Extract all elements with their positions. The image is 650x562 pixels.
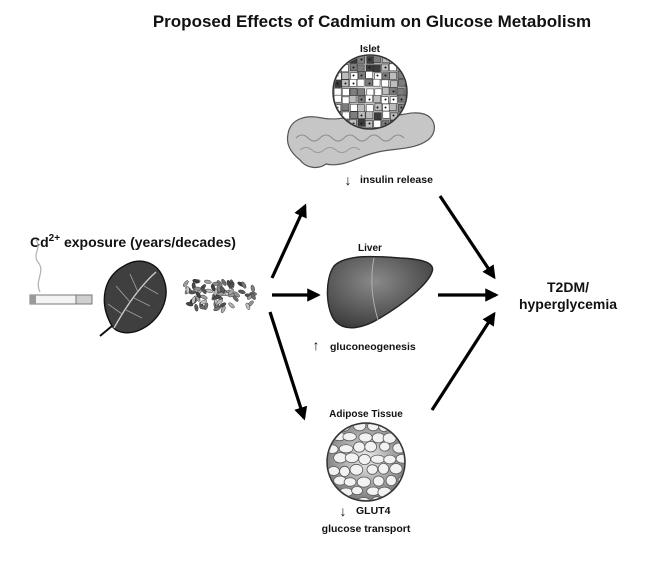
cadmium-charge: 2+ bbox=[49, 233, 61, 244]
adipose-tissue-illustration bbox=[326, 422, 406, 502]
grains-icon bbox=[183, 279, 257, 314]
pancreas-illustration bbox=[286, 112, 435, 169]
outcome-line-1: T2DM/ bbox=[547, 279, 589, 295]
exposure-duration: exposure (years/decades) bbox=[60, 234, 236, 250]
spinach-leaf-icon bbox=[99, 260, 167, 337]
glut4-down-arrow: ↓ bbox=[340, 503, 347, 519]
gluconeogenesis-label: gluconeogenesis bbox=[330, 341, 416, 353]
insulin-down-arrow: ↓ bbox=[345, 172, 352, 188]
arrow-islet-to-outcome bbox=[438, 195, 496, 280]
arrow-exposure-to-adipose bbox=[268, 311, 308, 421]
outcome-line-2: hyperglycemia bbox=[519, 296, 617, 312]
gluconeogenesis-up-arrow: ↑ bbox=[313, 337, 320, 353]
liver-illustration bbox=[326, 255, 434, 329]
arrow-exposure-to-islet bbox=[270, 203, 307, 279]
cigarette-icon bbox=[29, 239, 93, 305]
glucose-transport-label: glucose transport bbox=[322, 523, 411, 535]
arrow-adipose-to-outcome bbox=[430, 311, 496, 411]
adipose-tissue-label: Adipose Tissue bbox=[329, 409, 403, 420]
insulin-release-label: insulin release bbox=[360, 174, 433, 186]
glut4-label: GLUT4 bbox=[356, 505, 391, 517]
exposure-label: Cd2+ exposure (years/decades) bbox=[30, 233, 236, 250]
liver-label: Liver bbox=[358, 243, 382, 254]
cadmium-symbol: Cd bbox=[30, 234, 49, 250]
islet-cell-cluster bbox=[332, 54, 408, 130]
diagram-title: Proposed Effects of Cadmium on Glucose M… bbox=[153, 12, 591, 31]
islet-label: Islet bbox=[360, 44, 381, 55]
